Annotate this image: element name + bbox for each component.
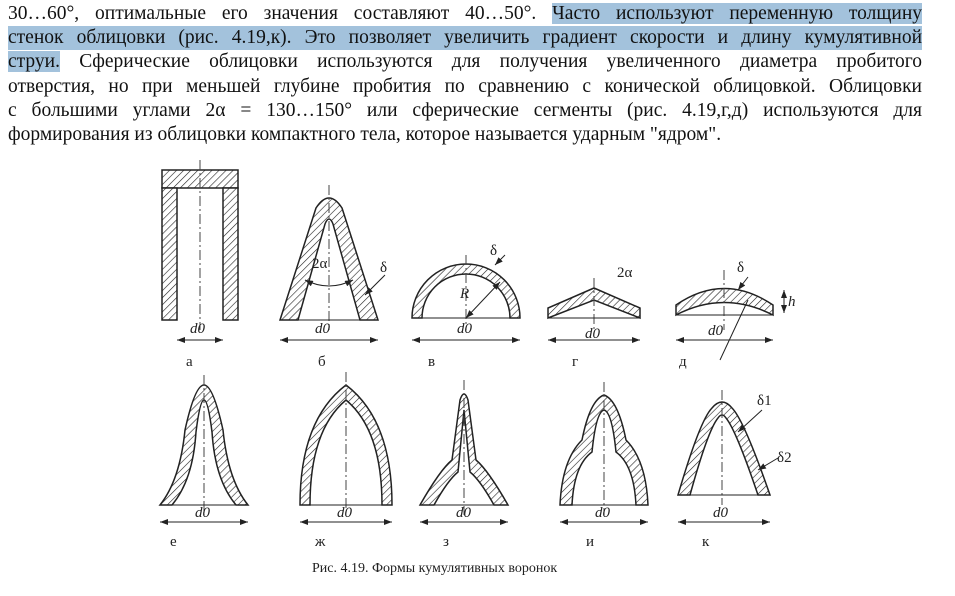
diameter-label: d0 (190, 321, 206, 337)
liner-shape-a (161, 169, 239, 321)
thickness-label: δ (737, 260, 744, 276)
thickness2-label: δ2 (777, 450, 792, 466)
panel-label: б (318, 354, 326, 370)
diameter-label: d0 (315, 321, 331, 337)
panel-label: к (702, 534, 710, 550)
text-line: струи. Сферические облицовки используютс… (8, 50, 922, 74)
diameter-label: d0 (713, 505, 729, 521)
figure-caption: Рис. 4.19. Формы кумулятивных воронок (312, 561, 557, 576)
panel-label: в (428, 354, 435, 370)
liner-shape-z (418, 393, 510, 506)
panel-label: а (186, 354, 193, 370)
text-line: с большими углами 2α = 130…150° или сфер… (8, 99, 922, 121)
selected-text-line[interactable]: стенок облицовки (рис. 4.19,к). Это позв… (8, 26, 922, 51)
panel-label: и (586, 534, 594, 550)
radius-label: R (459, 286, 469, 302)
selected-text[interactable]: стенок облицовки (рис. 4.19,к). Это позв… (8, 27, 922, 49)
selected-text[interactable]: струи. (8, 51, 60, 73)
selected-text[interactable]: Часто используют переменную толщину (552, 3, 922, 24)
diameter-label: d0 (585, 326, 601, 342)
diameter-label: d0 (595, 505, 611, 521)
body-paragraph: 30…60°, оптимальные его значения составл… (8, 2, 922, 147)
panel-label: г (572, 354, 578, 370)
thickness-label: δ (490, 243, 497, 259)
angle-label: 2α (617, 265, 633, 281)
thickness-label: δ (380, 260, 387, 276)
text-line: 30…60°, оптимальные его значения составл… (8, 2, 922, 26)
diameter-label: d0 (708, 323, 724, 339)
diameter-label: d0 (457, 321, 473, 337)
panel-label: е (170, 534, 177, 550)
height-label: h (788, 294, 796, 310)
diameter-label: d0 (337, 505, 353, 521)
text-line: формирования из облицовки компактного те… (8, 123, 722, 145)
diameter-label: d0 (456, 505, 472, 521)
panel-label: з (443, 534, 449, 550)
diameter-label: d0 (195, 505, 211, 521)
panel-label: ж (314, 534, 326, 550)
text-line: отверстия, но при меньшей глубине пробит… (8, 75, 922, 97)
panel-label: д (679, 354, 687, 370)
text-span: Сферические облицовки используются для п… (59, 51, 922, 73)
text-span: 30…60°, оптимальные его значения составл… (8, 3, 553, 24)
thickness1-label: δ1 (757, 393, 772, 409)
angle-label: 2α (312, 256, 328, 272)
